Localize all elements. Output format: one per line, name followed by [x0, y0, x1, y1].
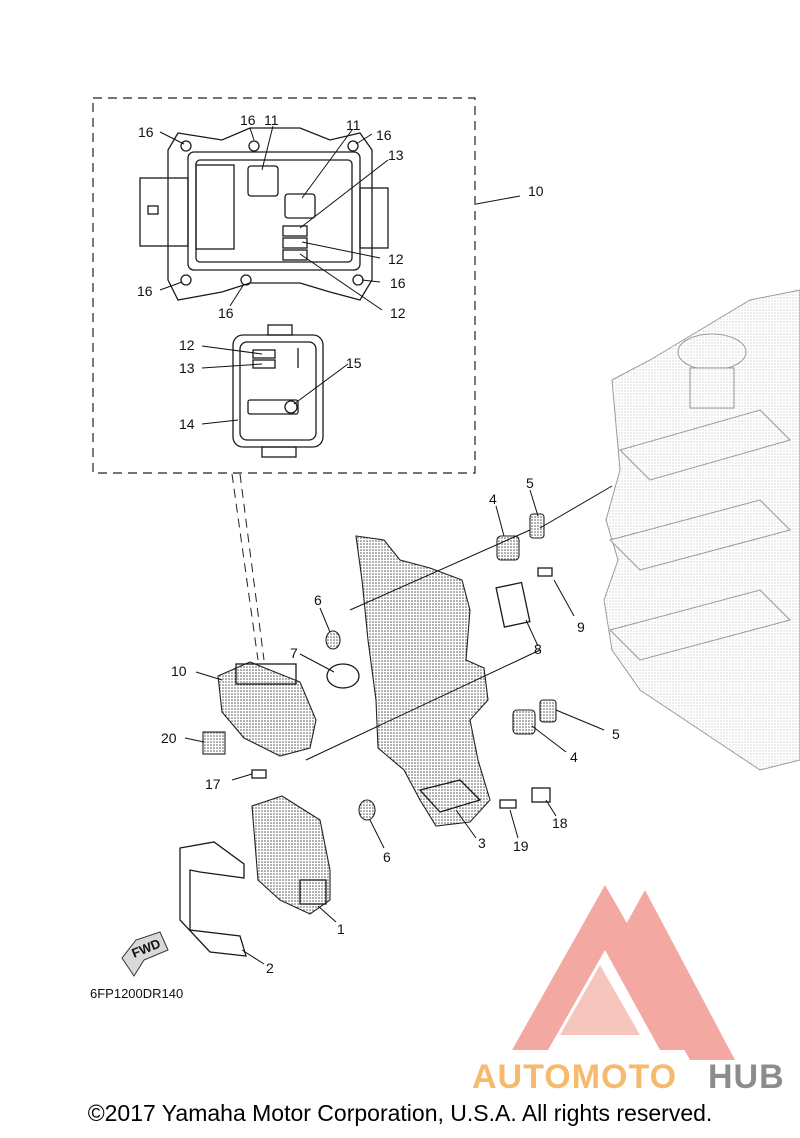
callout-20: 20 — [161, 730, 177, 746]
watermark-text-primary: AUTOMOTO — [472, 1058, 677, 1096]
callout-17: 17 — [205, 776, 221, 792]
callout-9: 9 — [577, 619, 585, 635]
callout-4: 4 — [570, 749, 578, 765]
inset-connector-line — [239, 473, 265, 661]
spacer-pad — [202, 731, 226, 755]
rectifier-regulator — [217, 661, 317, 757]
bolt — [251, 769, 267, 779]
callout-13: 13 — [388, 147, 404, 163]
callout-7: 7 — [290, 645, 298, 661]
callout-11: 11 — [346, 117, 361, 133]
callout-10: 10 — [171, 663, 187, 679]
grommet — [358, 799, 376, 821]
grommet — [325, 630, 341, 650]
bolt — [537, 567, 553, 577]
copyright-notice: ©2017 Yamaha Motor Corporation, U.S.A. A… — [87, 1100, 713, 1126]
callout-18: 18 — [552, 815, 568, 831]
callout-16: 16 — [376, 127, 392, 143]
callout-4: 4 — [489, 491, 497, 507]
plate-bracket — [495, 581, 531, 628]
bolt — [539, 699, 557, 723]
callout-14: 14 — [179, 416, 195, 432]
ecu-unit — [251, 795, 331, 915]
callout-15: 15 — [346, 355, 362, 371]
callout-5: 5 — [526, 475, 534, 491]
callout-11: 11 — [264, 112, 279, 128]
exploded-parts-diagram: FWD — [90, 97, 800, 1096]
callout-19: 19 — [513, 838, 529, 854]
callout-13: 13 — [179, 360, 195, 376]
mounting-bracket — [355, 535, 491, 827]
callout-numbers: 16 16 11 11 16 13 10 12 16 16 16 12 12 1… — [137, 112, 620, 976]
bolt — [529, 513, 545, 539]
diagram-code: 6FP1200DR140 — [90, 986, 183, 1001]
bolt — [499, 799, 517, 809]
leader-lines — [159, 125, 613, 965]
control-unit-cover-view — [232, 324, 324, 458]
control-unit-top-view — [139, 127, 389, 301]
inset-connector-line — [231, 473, 259, 661]
callout-3: 3 — [478, 835, 486, 851]
callout-16: 16 — [218, 305, 234, 321]
clip-bracket — [531, 787, 551, 803]
callout-12: 12 — [390, 305, 406, 321]
watermark-triangle-icon — [512, 885, 700, 1050]
callout-16: 16 — [240, 112, 256, 128]
callout-6: 6 — [314, 592, 322, 608]
callout-10: 10 — [528, 183, 544, 199]
callout-12: 12 — [388, 251, 404, 267]
holder-bracket — [179, 841, 247, 957]
callout-16: 16 — [390, 275, 406, 291]
callout-16: 16 — [137, 283, 153, 299]
callout-5: 5 — [612, 726, 620, 742]
clamp-band — [326, 663, 360, 689]
callout-2: 2 — [266, 960, 274, 976]
fwd-arrow-icon — [121, 931, 169, 977]
inset-dashed-frame — [92, 97, 476, 474]
callout-8: 8 — [534, 641, 542, 657]
collar — [512, 709, 536, 735]
engine-block — [603, 289, 800, 771]
callout-1: 1 — [337, 921, 345, 937]
callout-12: 12 — [179, 337, 195, 353]
callout-6: 6 — [383, 849, 391, 865]
watermark-text-accent: HUB — [708, 1058, 785, 1096]
watermark-logo: AUTOMOTO HUB — [472, 885, 785, 1096]
callout-16: 16 — [138, 124, 154, 140]
